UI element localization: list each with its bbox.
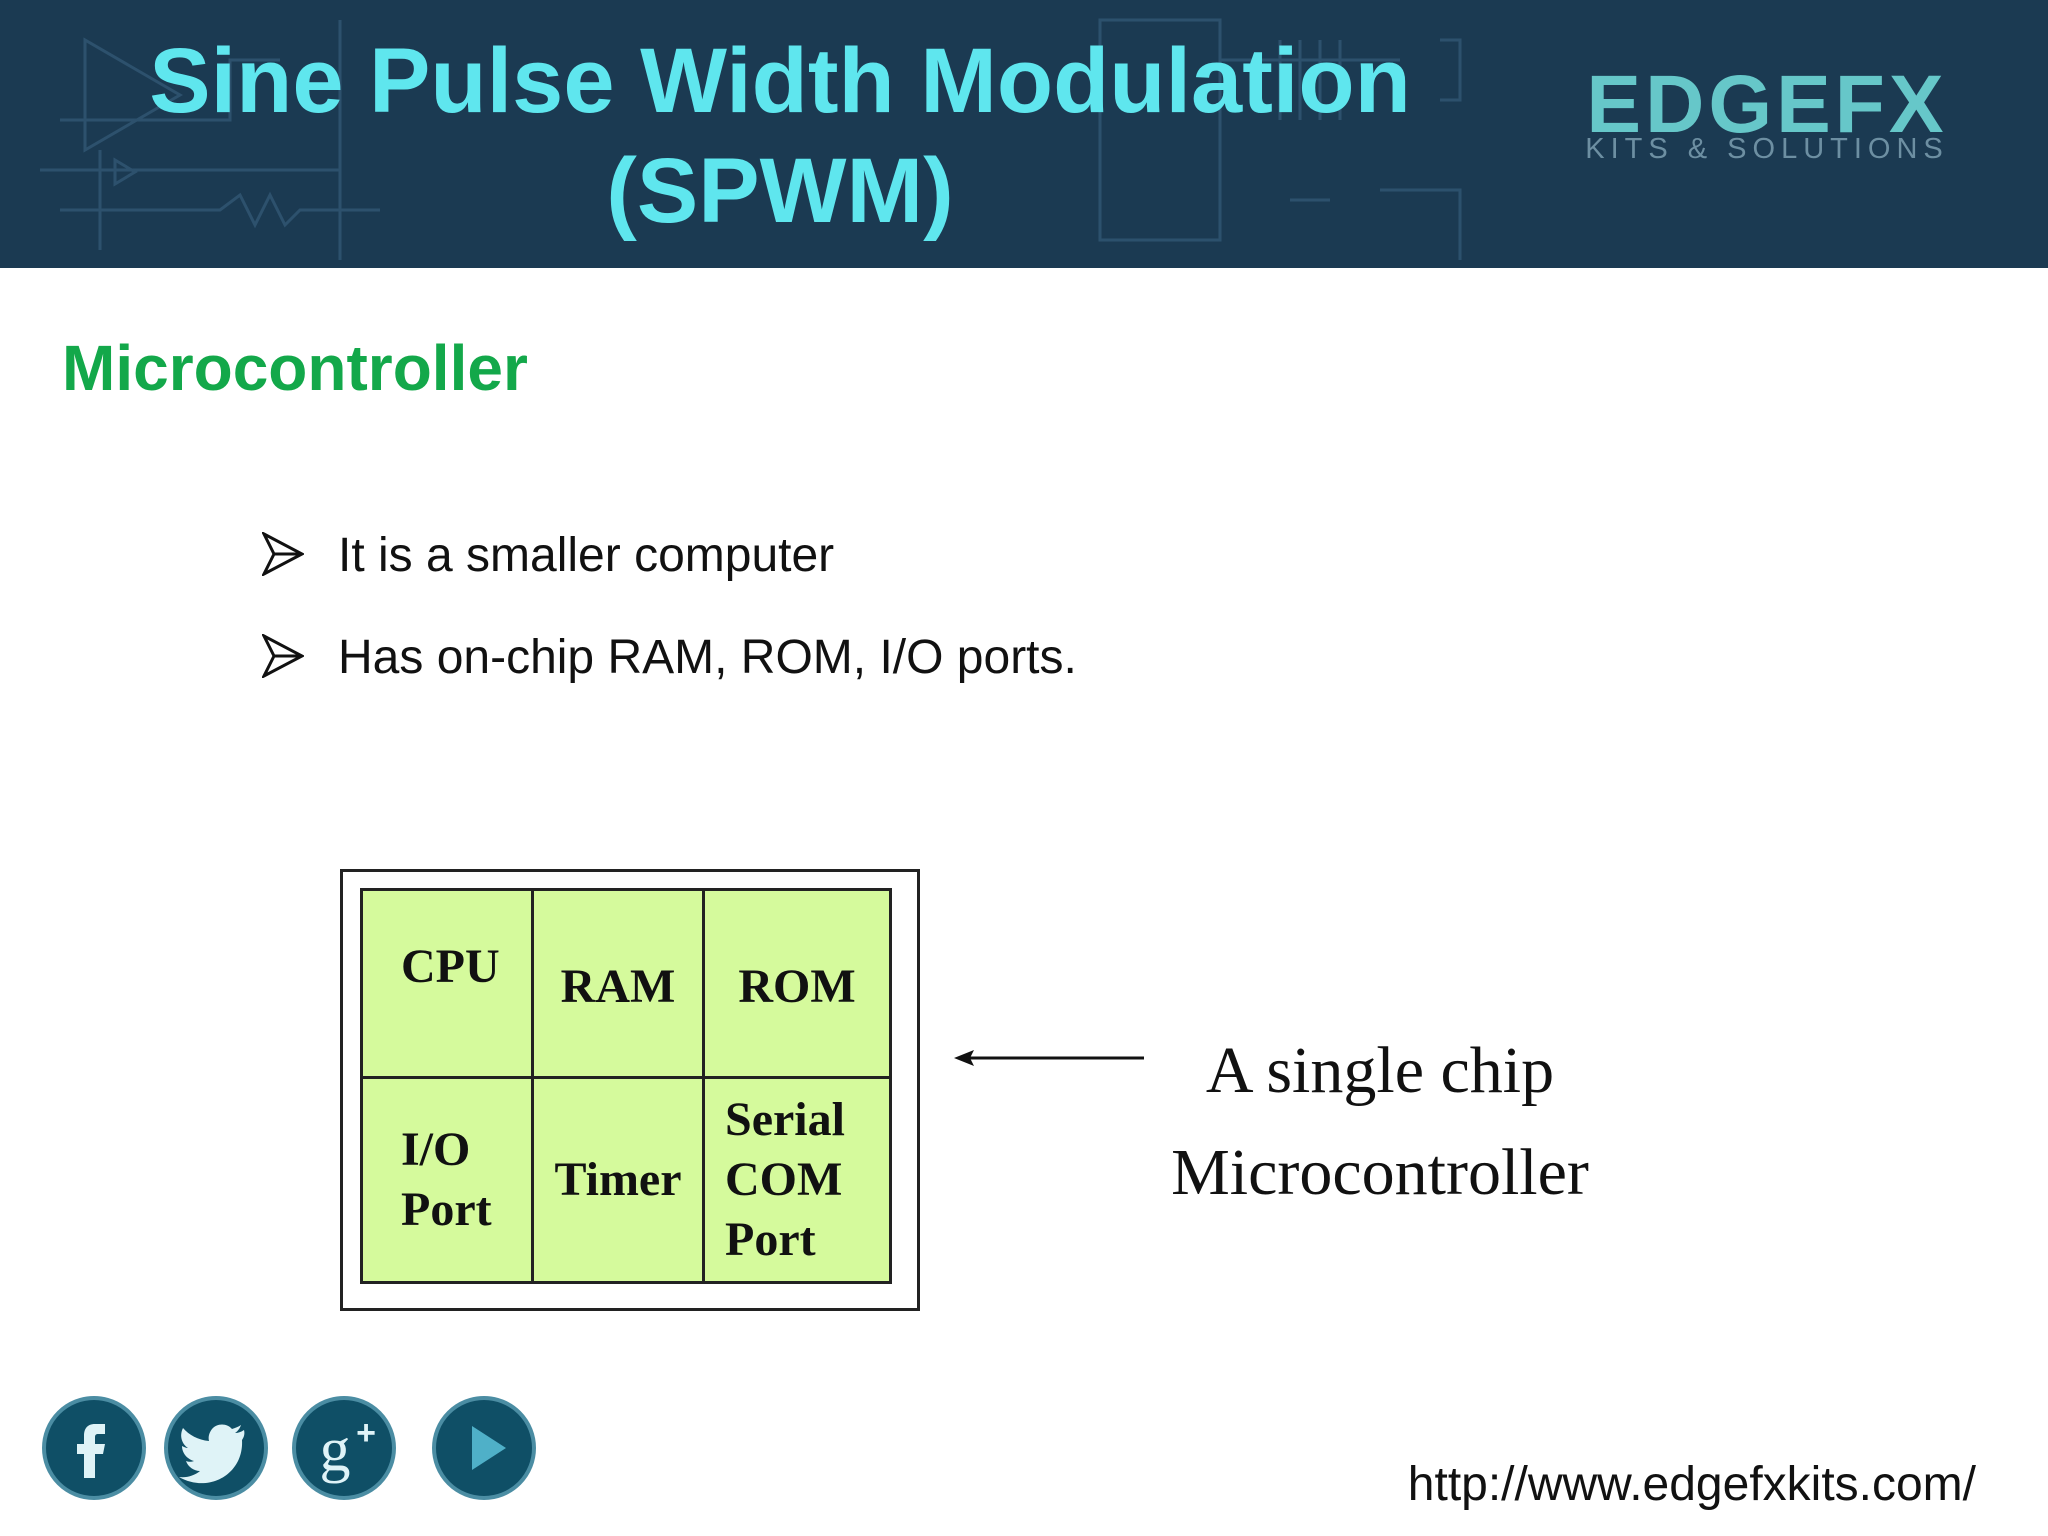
svg-text:g: g bbox=[320, 1416, 351, 1484]
svg-text:+: + bbox=[356, 1414, 376, 1452]
bullet-text: It is a smaller computer bbox=[338, 529, 835, 582]
arrowhead-bullet-icon bbox=[262, 634, 304, 678]
circuit-background bbox=[40, 18, 1462, 260]
chip-block-label: COM bbox=[725, 1153, 843, 1206]
chip-block-io-port: I/O Port bbox=[363, 1079, 534, 1281]
youtube-play-icon[interactable] bbox=[430, 1394, 538, 1502]
chip-block-label: CPU bbox=[401, 940, 500, 993]
twitter-icon[interactable] bbox=[162, 1394, 270, 1502]
slide-title-line-2: (SPWM) bbox=[606, 140, 954, 242]
pointer-arrow bbox=[954, 1050, 1144, 1066]
header-banner: Sine Pulse Width Modulation (SPWM) EDGEF… bbox=[0, 0, 2048, 268]
chip-block-cpu: CPU bbox=[363, 891, 534, 1079]
section-title: Microcontroller bbox=[62, 332, 528, 404]
chip-block-label: RAM bbox=[560, 959, 676, 1013]
logo-tagline: KITS & SOLUTIONS bbox=[1585, 133, 1949, 165]
website-url-link[interactable]: http://www.edgefxkits.com/ bbox=[1407, 1458, 1976, 1511]
caption-line-1: A single chip bbox=[1205, 1034, 1555, 1107]
chip-block-ram: RAM bbox=[534, 891, 705, 1079]
facebook-icon[interactable] bbox=[40, 1394, 148, 1502]
chip-block-label: I/O bbox=[401, 1123, 471, 1176]
chip-block-label: Timer bbox=[554, 1153, 682, 1206]
google-plus-icon[interactable]: g + bbox=[290, 1394, 398, 1502]
slide-title-line-1: Sine Pulse Width Modulation bbox=[149, 30, 1411, 132]
bullet-text: Has on-chip RAM, ROM, I/O ports. bbox=[338, 631, 1077, 684]
chip-block-rom: ROM bbox=[705, 891, 889, 1079]
caption-line-2: Microcontroller bbox=[1171, 1136, 1589, 1209]
chip-block-label: Port bbox=[725, 1213, 816, 1266]
diagram-caption: A single chip Microcontroller bbox=[1140, 1020, 1620, 1224]
chip-block-label: Serial bbox=[725, 1093, 845, 1146]
chip-block-grid: CPU RAM ROM I/O Port Timer Serial COM Po… bbox=[360, 888, 892, 1284]
arrowhead-bullet-icon bbox=[262, 532, 304, 576]
edgefx-logo: EDGEFX bbox=[1586, 59, 1948, 150]
chip-block-serial-com-port: Serial COM Port bbox=[705, 1079, 889, 1281]
chip-block-timer: Timer bbox=[534, 1079, 705, 1281]
microcontroller-chip-diagram: CPU RAM ROM I/O Port Timer Serial COM Po… bbox=[340, 869, 920, 1311]
chip-block-label: Port bbox=[401, 1183, 492, 1236]
chip-block-label: ROM bbox=[738, 959, 856, 1013]
